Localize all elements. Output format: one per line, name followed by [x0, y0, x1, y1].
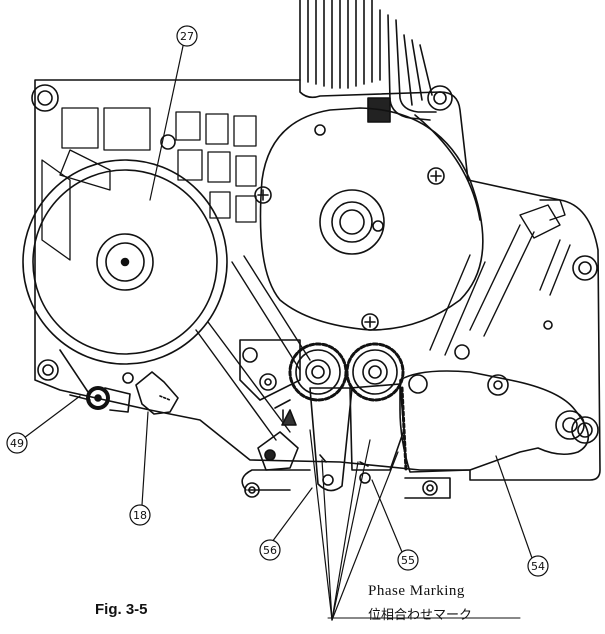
chassis-plate: [34, 79, 601, 481]
pulley-27: [22, 159, 228, 365]
lever-55-pivot: [359, 472, 371, 484]
svg-text:18: 18: [133, 509, 147, 522]
svg-text:49: 49: [10, 437, 24, 450]
figure-label: Fig. 3-5: [95, 601, 148, 618]
lever-56-pivot: [322, 474, 334, 486]
lever-56: [309, 387, 353, 492]
svg-text:56: 56: [263, 544, 277, 557]
lower-mechanism: [239, 339, 470, 499]
callout-27: 27: [176, 25, 198, 47]
guide-rods: [195, 199, 571, 441]
phase-marking-pointers: [309, 429, 399, 621]
lever-56-mark: [319, 454, 327, 463]
lever-55-mark: [359, 461, 369, 467]
rib-grid: [41, 107, 257, 261]
leader-18: [141, 411, 149, 506]
leader-56: [271, 487, 313, 543]
leader-27: [149, 45, 184, 201]
cable-bundle: [299, 0, 437, 123]
callout-49: 49: [6, 432, 28, 454]
leader-49: [23, 395, 81, 439]
callouts: 27 49 18 56 55 54: [6, 25, 549, 577]
callout-55: 55: [397, 549, 419, 571]
callout-18: 18: [129, 504, 151, 526]
phase-marking-label-jp: 位相合わせマーク: [368, 608, 473, 623]
gear-right: [345, 342, 405, 402]
sector-arm-54: [399, 370, 590, 473]
svg-text:55: 55: [401, 554, 415, 567]
chassis-screws: [31, 84, 599, 444]
svg-text:27: 27: [180, 30, 194, 43]
leader-54: [495, 455, 533, 559]
svg-text:54: 54: [531, 560, 545, 573]
leader-55: [371, 479, 403, 553]
small-parts-left: [257, 399, 299, 471]
phase-marking-label-en: Phase Marking: [368, 583, 465, 599]
lever-18: [122, 371, 179, 415]
lever-55: [349, 383, 405, 471]
motor-housing: [254, 107, 484, 331]
gear-left: [288, 342, 348, 402]
clip-49: [59, 349, 131, 413]
callout-56: 56: [259, 539, 281, 561]
callout-54: 54: [527, 555, 549, 577]
